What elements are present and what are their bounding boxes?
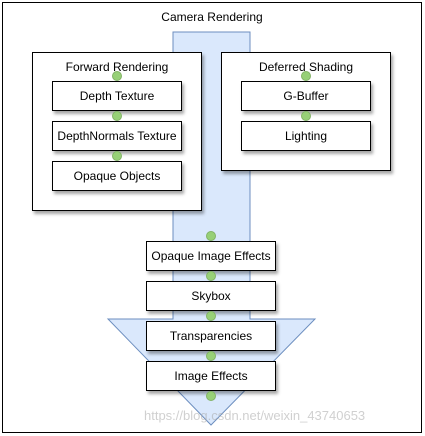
- connector-dot: [112, 111, 122, 121]
- forward-rendering-title: Forward Rendering: [65, 60, 169, 74]
- opaque-image-effects-box: Opaque Image Effects: [146, 241, 276, 271]
- connector-dot: [301, 71, 311, 81]
- opaque-objects-box: Opaque Objects: [52, 161, 182, 191]
- lighting-box: Lighting: [241, 121, 371, 151]
- connector-dot: [206, 271, 216, 281]
- connector-dot: [301, 111, 311, 121]
- image-effects-box: Image Effects: [146, 361, 276, 391]
- connector-dot: [112, 151, 122, 161]
- connector-dot: [206, 351, 216, 361]
- watermark-text: https://blog.csdn.net/weixin_43740653: [144, 408, 366, 423]
- connector-dot: [206, 391, 216, 401]
- g-buffer-box: G-Buffer: [241, 81, 371, 111]
- transparencies-box: Transparencies: [146, 321, 276, 351]
- diagram-title: Camera Rendering: [161, 10, 263, 24]
- connector-dot: [206, 311, 216, 321]
- connector-dot: [206, 231, 216, 241]
- depth-texture-box: Depth Texture: [52, 81, 182, 111]
- depthnormals-texture-box: DepthNormals Texture: [52, 121, 182, 151]
- connector-dot: [112, 71, 122, 81]
- deferred-shading-title: Deferred Shading: [258, 60, 354, 74]
- skybox-box: Skybox: [146, 281, 276, 311]
